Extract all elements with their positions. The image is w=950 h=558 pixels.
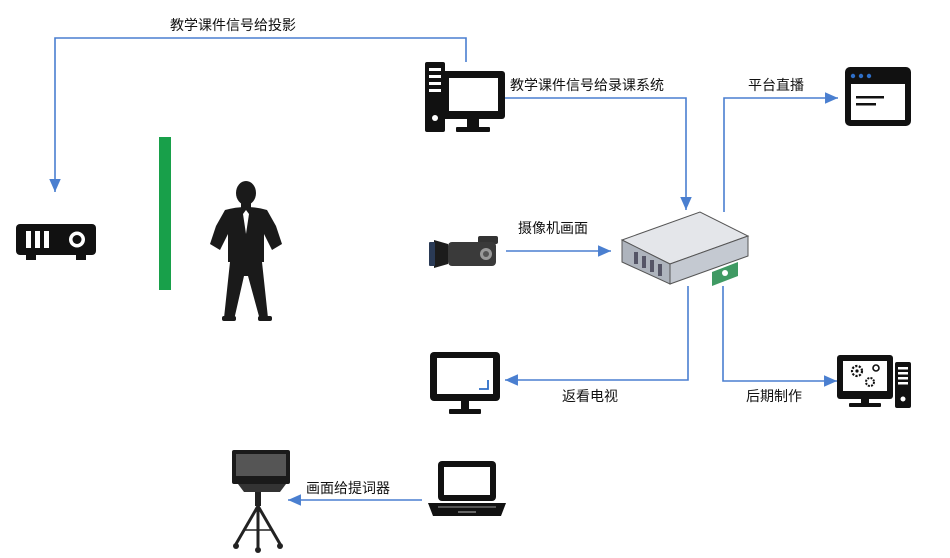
label-camera-feed: 摄像机画面 (518, 221, 588, 237)
label-courseware-to-projection: 教学课件信号给投影 (170, 18, 296, 34)
laptop-icon (428, 461, 506, 516)
arrow-server-to-postproduction (722, 286, 837, 387)
editing-workstation-icon (837, 355, 911, 408)
computer-icon (425, 62, 505, 132)
arrow-computer-to-projector (49, 37, 467, 192)
green-screen-backdrop (159, 137, 171, 290)
label-platform-live: 平台直播 (748, 77, 804, 94)
recording-server-icon (620, 211, 750, 286)
label-courseware-to-recording: 教学课件信号给录课系统 (510, 78, 664, 94)
video-camera-icon (429, 236, 498, 268)
arrow-computer-to-server (505, 97, 692, 210)
label-feed-to-teleprompter: 画面给提词器 (306, 481, 390, 497)
connectors (49, 37, 838, 506)
presenter-silhouette-icon (210, 181, 282, 321)
projector-icon (16, 224, 96, 260)
label-post-production: 后期制作 (746, 389, 802, 405)
monitor-icon (430, 352, 500, 414)
label-playback-tv: 返看电视 (562, 389, 618, 405)
teleprompter-icon (232, 450, 290, 553)
arrow-server-to-live-platform (723, 92, 838, 212)
arrow-server-to-tv (505, 286, 689, 386)
browser-window-icon (845, 67, 911, 126)
